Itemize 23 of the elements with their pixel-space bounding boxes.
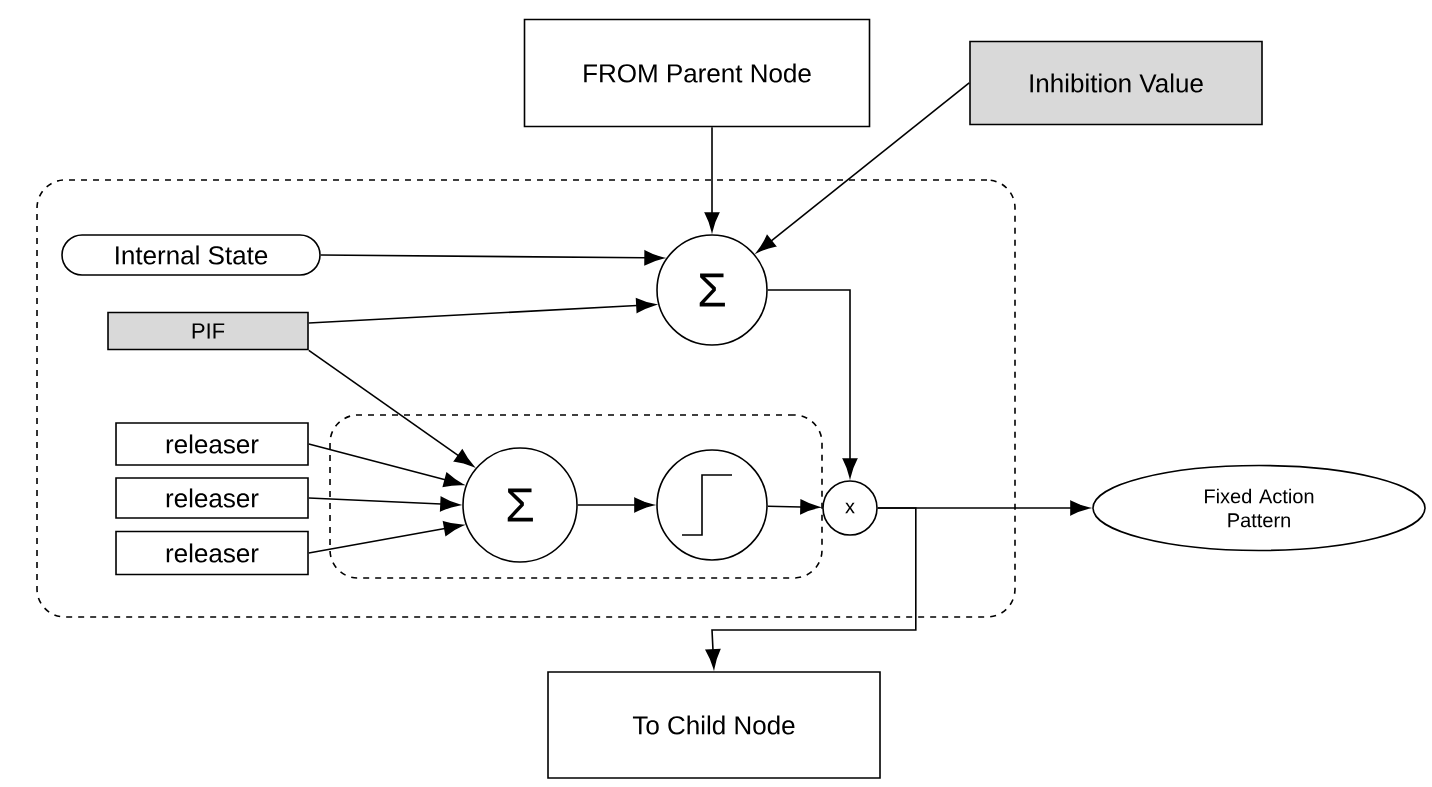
process-box: To Child Node — [547, 671, 881, 779]
arrow — [705, 507, 917, 669]
releaser-box: releaser — [115, 530, 309, 576]
releaser-box: releaser — [115, 477, 309, 519]
arrow — [308, 443, 464, 488]
step-function-circle — [656, 449, 768, 561]
arrow — [756, 82, 970, 253]
arrow — [308, 521, 464, 554]
arrow — [320, 250, 664, 266]
arrow — [308, 496, 460, 512]
input-box: Inhibition Value — [969, 40, 1263, 126]
process-box: FROM Parent Node — [523, 18, 871, 128]
releaser-box: releaser — [115, 422, 309, 466]
group-frame — [36, 179, 1016, 618]
arrow — [767, 289, 858, 478]
state-box: Internal State — [61, 234, 321, 276]
arrow — [767, 499, 820, 515]
arrow — [704, 126, 720, 232]
input-box: PIF — [107, 311, 309, 351]
arrow — [308, 349, 474, 467]
arrow — [308, 298, 656, 324]
group-frame — [329, 414, 823, 579]
arrow — [577, 497, 654, 513]
